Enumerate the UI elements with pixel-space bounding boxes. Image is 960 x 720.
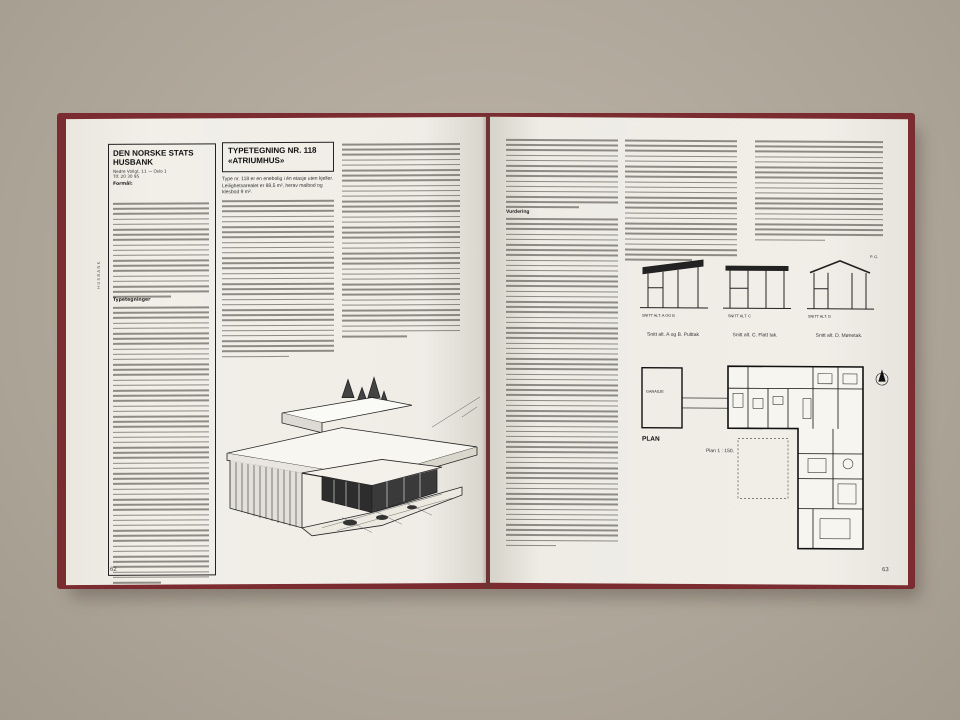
snitt-label-3: SNITT ALT. D [808, 314, 831, 319]
husbank-sidebox: DEN NORSKE STATS HUSBANK Nedre Vollgt. 1… [108, 143, 216, 584]
side-label: H U S B A N K [96, 261, 101, 289]
section-caption-1: Snitt alt. A og B. Pulttak [647, 331, 699, 338]
floor-plan [641, 365, 889, 550]
sidebox-text-block-2 [113, 306, 209, 585]
section-caption-2: Snitt alt. C. Flatt tak. [732, 332, 778, 339]
right-col2-text [625, 139, 737, 265]
left-page: H U S B A N K DEN NORSKE STATS HUSBANK N… [66, 116, 486, 586]
section-heading-vurdering: Vurdering [506, 208, 530, 215]
snitt-label-2: SNITT ALT. C [728, 314, 751, 319]
sidebox-section-typetegninger: Typetegninger [113, 297, 151, 303]
section-drawings [640, 259, 874, 310]
right-col1-body-text [506, 217, 618, 551]
heading-line-2: «ATRIUMHUS» [228, 155, 285, 166]
plan-label: PLAN [642, 435, 660, 443]
left-page-number: 62 [110, 566, 117, 573]
left-column-text [222, 199, 334, 361]
right-page: Vurdering P. G. [490, 116, 908, 586]
plan-scale: Plan 1 : 150. [705, 448, 735, 455]
sidebox-phone: Tlf. 20 30 95 [113, 173, 140, 179]
garage-label: GARASJE [646, 389, 664, 394]
snitt-label-1: SNITT ALT. A OG B [642, 313, 675, 318]
right-page-number: 63 [882, 567, 889, 574]
heading-box: TYPETEGNING NR. 118 «ATRIUMHUS» [222, 141, 334, 173]
atrium-house-drawing [226, 376, 481, 537]
sidebox-title: DEN NORSKE STATS HUSBANK [113, 148, 194, 167]
intro-text: Type nr. 118 er en enebolig i én etasje … [222, 175, 334, 196]
right-col1-top-text [506, 138, 618, 212]
heading-line-1: TYPETEGNING NR. 118 [228, 145, 317, 156]
section-caption-3: Snitt alt. D. Mønetak. [815, 332, 863, 339]
sidebox-text-block-1 [113, 202, 209, 301]
right-column-text [342, 143, 460, 341]
sidebox-section-formal: Formål: [113, 181, 133, 187]
right-col3-text [755, 140, 883, 245]
